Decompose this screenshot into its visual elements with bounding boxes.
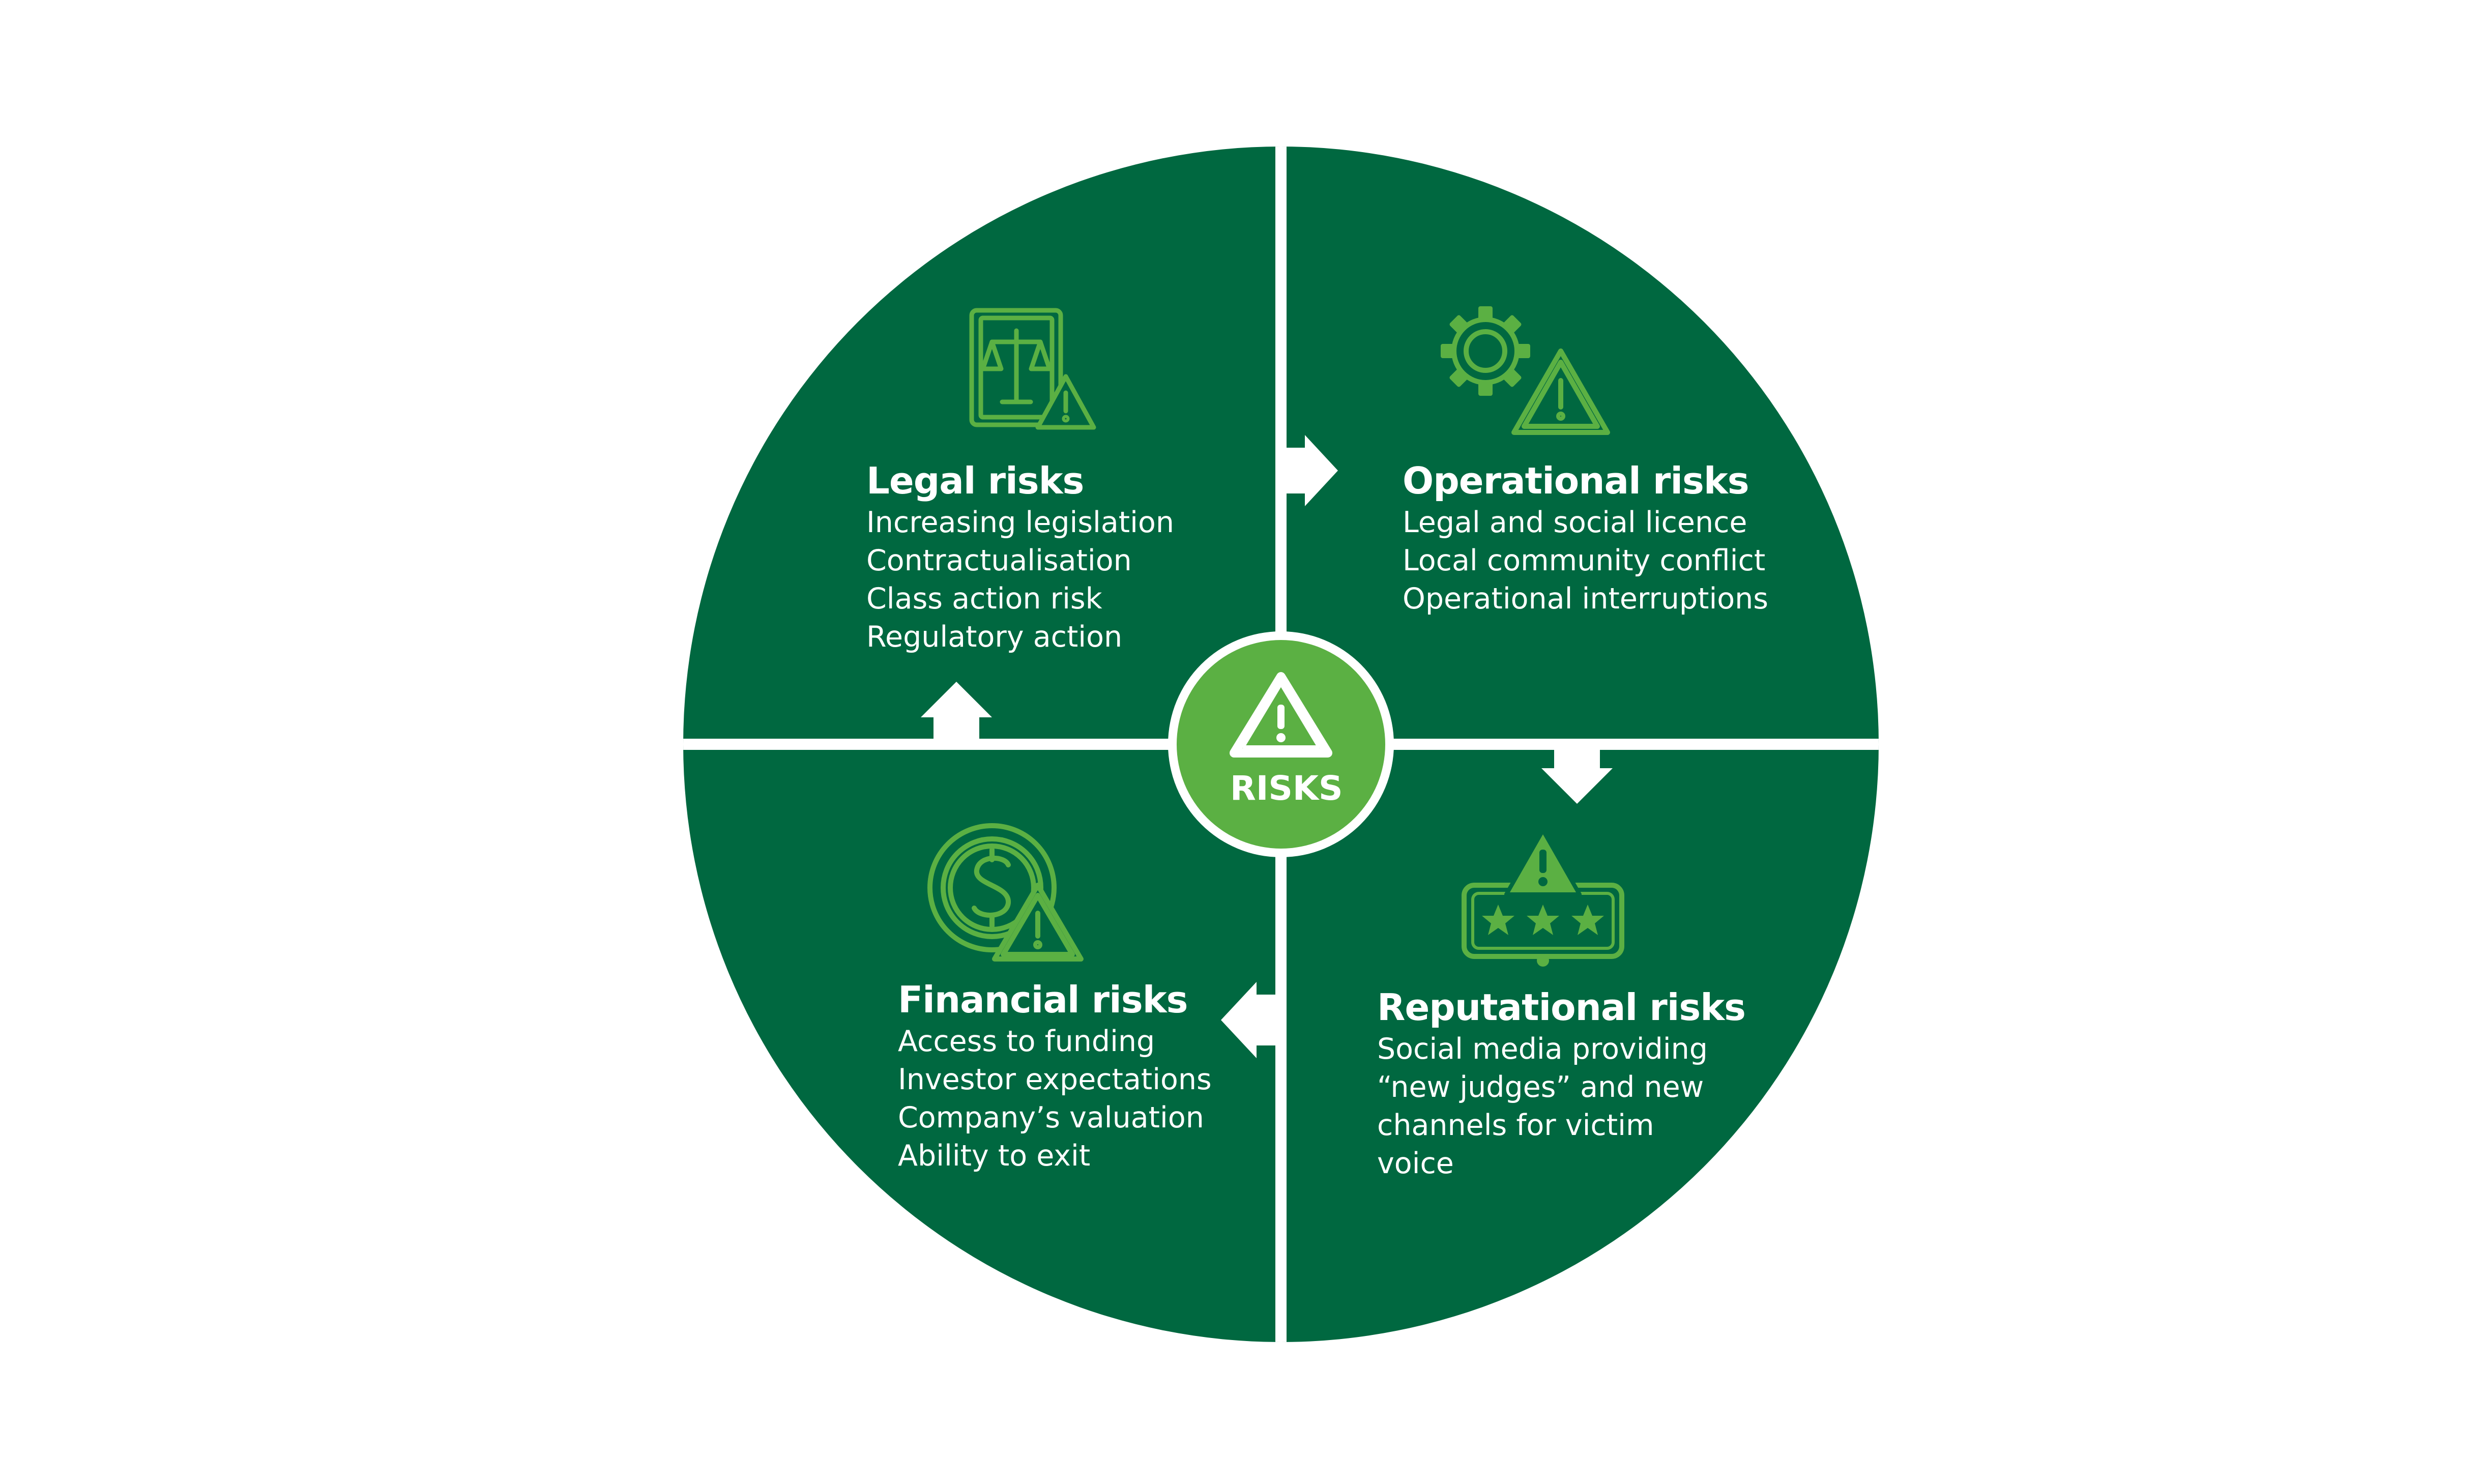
list-item: voice: [1377, 1147, 1454, 1180]
financial-risks-block: Financial risks Access to funding Invest…: [898, 977, 1212, 1175]
reputational-risks-title: Reputational risks: [1377, 986, 1746, 1029]
arrow-left-icon: [1221, 982, 1275, 1058]
arrow-right-icon: [1287, 435, 1338, 506]
list-item: Company’s valuation: [898, 1101, 1204, 1134]
operational-risks-title: Operational risks: [1403, 459, 1749, 502]
list-item: Increasing legislation: [866, 506, 1174, 539]
financial-risks-title: Financial risks: [898, 978, 1188, 1021]
list-item: Contractualisation: [866, 544, 1132, 577]
list-item: Legal and social licence: [1403, 506, 1747, 539]
rating-stars-warning-icon: [1462, 828, 1624, 967]
list-item: Social media providing: [1377, 1032, 1708, 1066]
legal-risks-block: Legal risks Increasing legislation Contr…: [866, 458, 1174, 656]
warning-triangle-icon: [1230, 672, 1332, 758]
list-item: Local community conflict: [1403, 544, 1766, 577]
list-item: channels for victim: [1377, 1109, 1654, 1142]
arrow-up-icon: [921, 682, 992, 739]
list-item: Regulatory action: [866, 620, 1123, 654]
center-label: RISKS: [1230, 769, 1343, 808]
list-item: Access to funding: [898, 1025, 1155, 1058]
list-item: Ability to exit: [898, 1139, 1091, 1173]
center-badge: [1168, 631, 1394, 857]
list-item: Class action risk: [866, 582, 1102, 616]
arrow-down-icon: [1541, 750, 1613, 804]
list-item: “new judges” and new: [1377, 1070, 1704, 1104]
reputational-risks-block: Reputational risks Social media providin…: [1377, 984, 1746, 1183]
legal-risks-title: Legal risks: [866, 459, 1084, 502]
operational-risks-block: Operational risks Legal and social licen…: [1403, 458, 1768, 618]
list-item: Investor expectations: [898, 1063, 1212, 1096]
list-item: Operational interruptions: [1403, 582, 1768, 616]
gear-warning-icon: [1441, 306, 1610, 435]
dollar-coin-warning-icon: [927, 823, 1084, 962]
law-book-warning-icon: [969, 308, 1096, 430]
